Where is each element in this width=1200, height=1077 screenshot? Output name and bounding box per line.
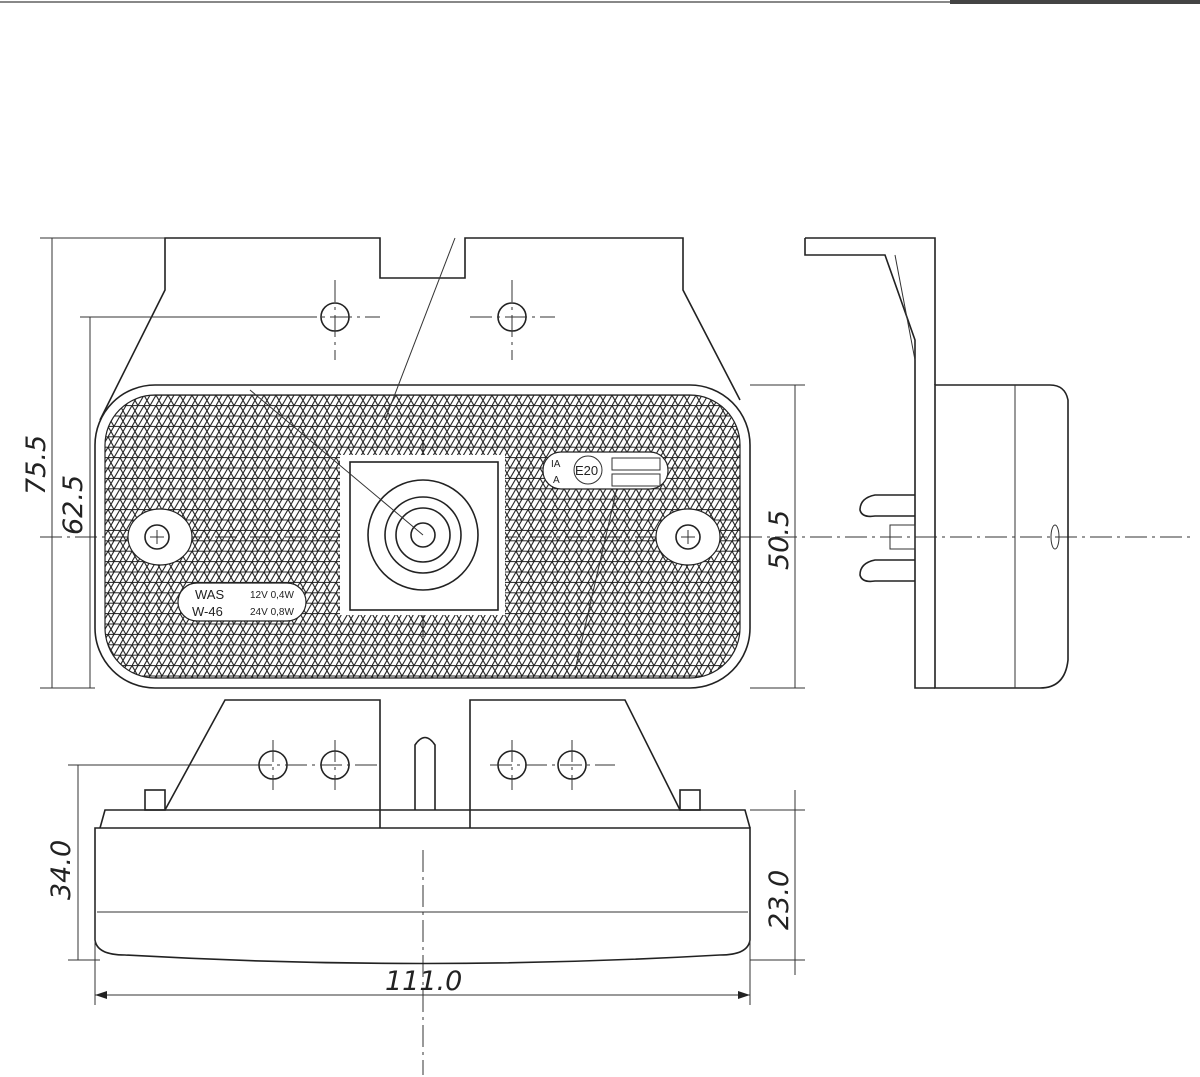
svg-text:62.5: 62.5 bbox=[58, 475, 89, 535]
svg-text:34.0: 34.0 bbox=[46, 840, 77, 900]
bracket-hole-left bbox=[295, 280, 380, 360]
e-mark-circle bbox=[573, 455, 603, 485]
svg-text:111.0: 111.0 bbox=[385, 966, 462, 997]
dimension-50-5: 50.5 bbox=[750, 384, 805, 689]
leader-line bbox=[384, 237, 456, 421]
tab-right bbox=[679, 789, 701, 811]
svg-text:E20: E20 bbox=[575, 463, 598, 478]
side-vent bbox=[1050, 524, 1060, 550]
svg-text:50.5: 50.5 bbox=[764, 510, 795, 570]
bottom-brackets bbox=[164, 699, 681, 828]
mounting-bracket bbox=[99, 237, 741, 421]
dimension-111-0: 111.0 bbox=[94, 900, 751, 1005]
approval-label: IA A E20 bbox=[542, 451, 669, 490]
bottom-body bbox=[94, 827, 751, 965]
side-view bbox=[804, 237, 1069, 689]
svg-text:23.0: 23.0 bbox=[764, 870, 795, 930]
svg-text:75.5: 75.5 bbox=[21, 435, 52, 495]
side-bracket bbox=[804, 237, 936, 689]
lens-inner-square bbox=[349, 461, 499, 611]
wires-icon bbox=[859, 494, 915, 583]
front-view: WAS W-46 12V 0,4W 24V 0,8W IA A E20 75.5… bbox=[21, 237, 805, 689]
bottom-top-rim bbox=[99, 809, 751, 829]
rating-label: WAS W-46 12V 0,4W 24V 0,8W bbox=[177, 582, 307, 622]
dimension-75-5: 75.5 bbox=[21, 237, 165, 689]
svg-text:24V 0,8W: 24V 0,8W bbox=[250, 607, 294, 618]
lens-circles bbox=[367, 479, 479, 591]
wire-bottom bbox=[414, 736, 436, 810]
svg-text:12V 0,4W: 12V 0,4W bbox=[250, 590, 294, 601]
dimension-34-0: 34.0 bbox=[46, 764, 250, 961]
screw-hole-right bbox=[655, 508, 721, 566]
leader-line bbox=[249, 389, 424, 536]
dimension-62-5: 62.5 bbox=[58, 316, 300, 688]
side-body bbox=[934, 384, 1069, 689]
svg-text:W-46: W-46 bbox=[192, 604, 223, 619]
svg-text:IA: IA bbox=[551, 459, 561, 470]
bottom-holes bbox=[250, 740, 615, 790]
svg-text:WAS: WAS bbox=[195, 587, 224, 602]
lamp-body bbox=[94, 384, 751, 689]
screw-hole-left bbox=[127, 508, 193, 566]
leader-line bbox=[574, 474, 621, 671]
bottom-view: 34.0 23.0 111.0 bbox=[46, 699, 805, 1005]
svg-text:A: A bbox=[553, 475, 560, 486]
dimension-23-0: 23.0 bbox=[750, 790, 805, 975]
tab-left bbox=[144, 789, 166, 811]
bracket-hole-right bbox=[470, 280, 555, 360]
